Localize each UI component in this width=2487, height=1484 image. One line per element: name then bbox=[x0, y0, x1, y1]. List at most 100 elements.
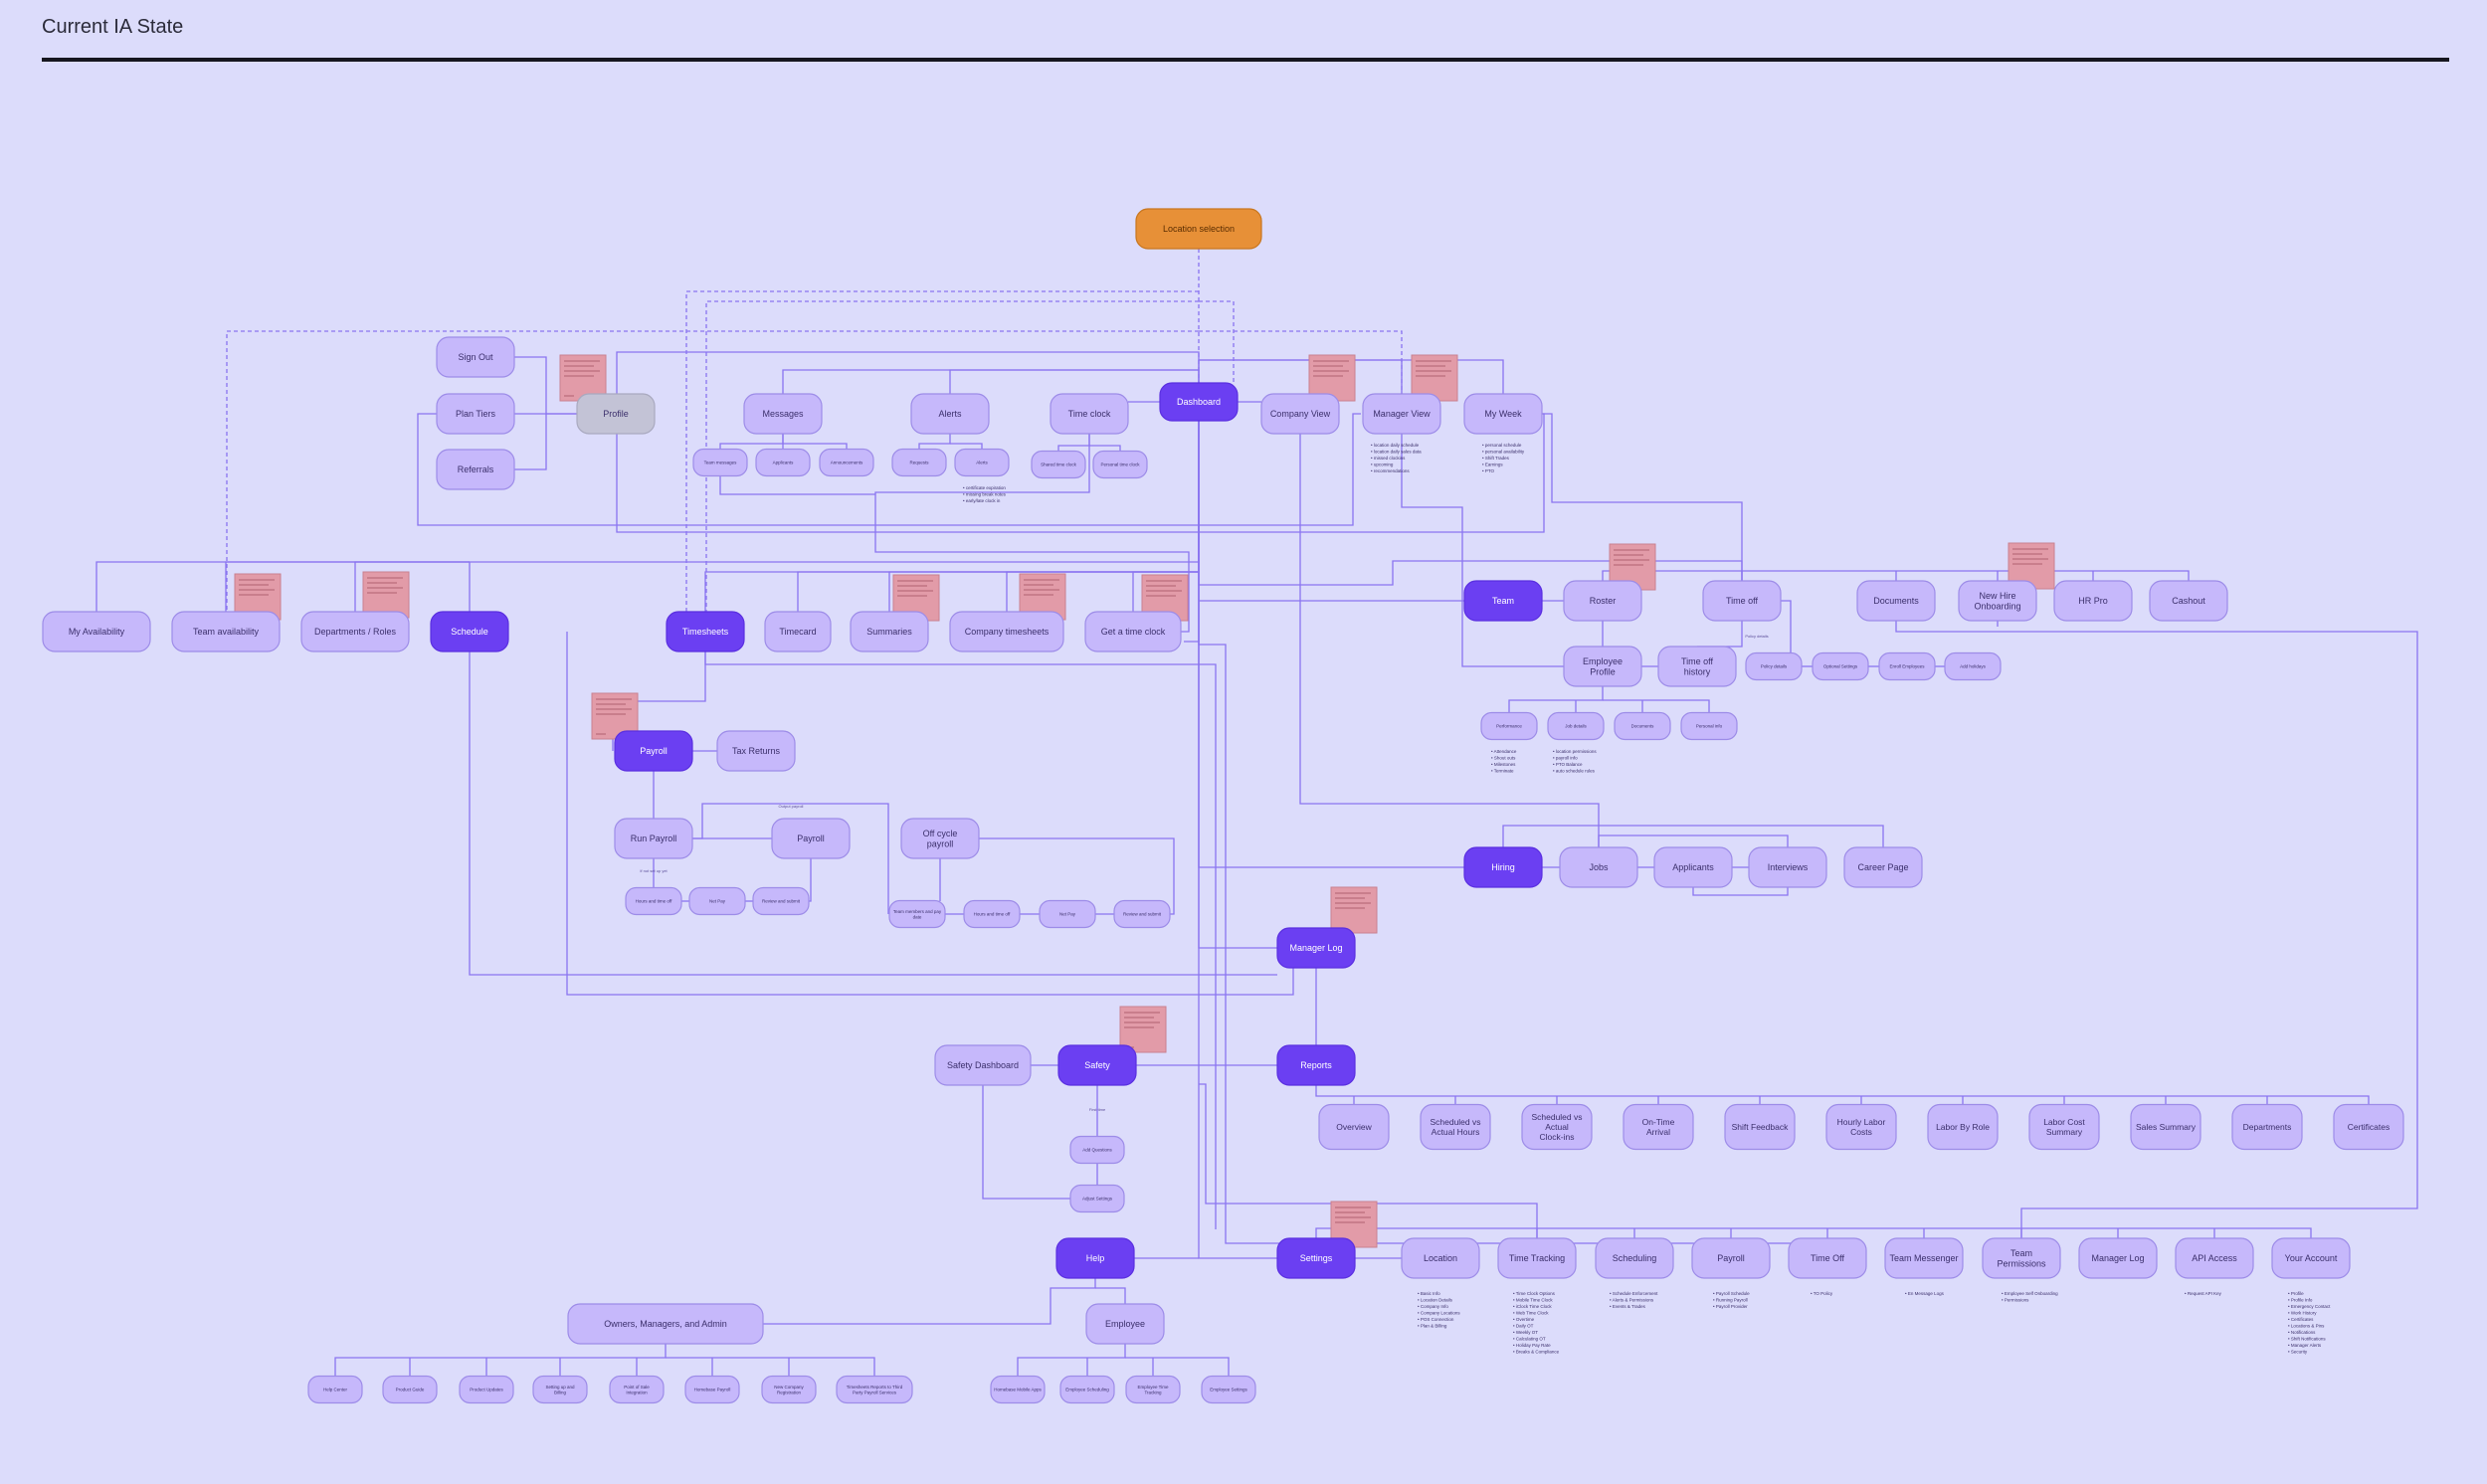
node-manager-view[interactable]: Manager View bbox=[1362, 393, 1441, 435]
node-sales-summary[interactable]: Sales Summary bbox=[2130, 1103, 2201, 1151]
node-product-guide[interactable]: Product Guide bbox=[382, 1375, 438, 1404]
node-employee[interactable]: Employee bbox=[1085, 1303, 1165, 1345]
node-requests[interactable]: Requests bbox=[891, 448, 947, 477]
node-enroll-employees[interactable]: Enroll Employees bbox=[1878, 651, 1936, 681]
node-get-time-clock[interactable]: Get a time clock bbox=[1084, 611, 1182, 652]
node-set-scheduling[interactable]: Scheduling bbox=[1595, 1237, 1674, 1279]
node-optional-settings[interactable]: Optional Settings bbox=[1812, 651, 1869, 681]
node-review-submit[interactable]: Review and submit bbox=[752, 886, 810, 916]
node-employee-scheduling[interactable]: Employee Scheduling bbox=[1059, 1375, 1115, 1404]
node-help-home[interactable]: Help Center bbox=[307, 1375, 363, 1404]
node-payroll[interactable]: Payroll bbox=[614, 730, 693, 772]
node-net-pay-2[interactable]: Net Pay bbox=[1039, 899, 1096, 929]
node-hours-time-off-2[interactable]: Hours and time off bbox=[963, 899, 1021, 929]
node-set-time-tracking[interactable]: Time Tracking bbox=[1497, 1237, 1577, 1279]
node-homebase-mobile-apps[interactable]: Homebase Mobile Apps bbox=[990, 1375, 1046, 1404]
node-my-availability[interactable]: My Availability bbox=[42, 611, 151, 652]
node-career-page[interactable]: Career Page bbox=[1843, 846, 1923, 888]
node-dashboard[interactable]: Dashboard bbox=[1159, 382, 1239, 422]
node-reports[interactable]: Reports bbox=[1276, 1044, 1356, 1086]
node-performance[interactable]: Performance bbox=[1480, 711, 1538, 741]
node-applicants[interactable]: Applicants bbox=[1653, 846, 1733, 888]
node-messages[interactable]: Messages bbox=[743, 393, 823, 435]
node-policy-details[interactable]: Policy details bbox=[1745, 651, 1803, 681]
node-hiring[interactable]: Hiring bbox=[1463, 846, 1543, 888]
node-referrals[interactable]: Referrals bbox=[436, 449, 515, 490]
node-set-api-access[interactable]: API Access bbox=[2175, 1237, 2254, 1279]
node-timecard[interactable]: Timecard bbox=[764, 611, 832, 652]
node-roster[interactable]: Roster bbox=[1563, 580, 1642, 622]
node-location-selection[interactable]: Location selection bbox=[1135, 208, 1262, 250]
node-payroll-sub[interactable]: Payroll bbox=[771, 818, 851, 859]
node-departments-roles[interactable]: Departments / Roles bbox=[300, 611, 410, 652]
node-msg-applicants[interactable]: Applicants bbox=[755, 448, 811, 477]
node-set-your-account[interactable]: Your Account bbox=[2271, 1237, 2351, 1279]
node-shift-feedback[interactable]: Shift Feedback bbox=[1724, 1103, 1796, 1151]
node-owners-managers-admin[interactable]: Owners, Managers, and Admin bbox=[567, 1303, 764, 1345]
node-overview[interactable]: Overview bbox=[1318, 1103, 1390, 1151]
node-alerts[interactable]: Alerts bbox=[910, 393, 990, 435]
node-add-holidays[interactable]: Add holidays bbox=[1944, 651, 2002, 681]
node-certificates[interactable]: Certificates bbox=[2333, 1103, 2404, 1151]
node-manager-log[interactable]: Manager Log bbox=[1276, 927, 1356, 969]
node-jobs[interactable]: Jobs bbox=[1559, 846, 1638, 888]
node-schedule[interactable]: Schedule bbox=[430, 611, 509, 652]
node-set-manager-log[interactable]: Manager Log bbox=[2078, 1237, 2158, 1279]
node-tax-returns[interactable]: Tax Returns bbox=[716, 730, 796, 772]
node-profile[interactable]: Profile bbox=[576, 393, 656, 435]
node-plan-tiers[interactable]: Plan Tiers bbox=[436, 393, 515, 435]
node-timesheets[interactable]: Timesheets bbox=[666, 611, 745, 652]
node-set-team-messenger[interactable]: Team Messenger bbox=[1884, 1237, 1964, 1279]
node-company-timesheets[interactable]: Company timesheets bbox=[949, 611, 1064, 652]
node-personal-info[interactable]: Personal info bbox=[1680, 711, 1738, 741]
node-safety[interactable]: Safety bbox=[1057, 1044, 1137, 1086]
node-my-week[interactable]: My Week bbox=[1463, 393, 1543, 435]
node-employee-settings[interactable]: Employee Settings bbox=[1201, 1375, 1256, 1404]
node-ep-documents[interactable]: Documents bbox=[1614, 711, 1671, 741]
node-summaries[interactable]: Summaries bbox=[850, 611, 929, 652]
node-labor-by-role[interactable]: Labor By Role bbox=[1927, 1103, 1999, 1151]
node-team[interactable]: Team bbox=[1463, 580, 1543, 622]
node-set-time-off[interactable]: Time Off bbox=[1788, 1237, 1867, 1279]
node-job-details[interactable]: Job details bbox=[1547, 711, 1605, 741]
node-time-clock[interactable]: Time clock bbox=[1050, 393, 1129, 435]
node-hr-pro[interactable]: HR Pro bbox=[2053, 580, 2133, 622]
node-time-off[interactable]: Time off bbox=[1702, 580, 1782, 622]
node-product-updates[interactable]: Product Updates bbox=[459, 1375, 514, 1404]
node-homebase-payroll[interactable]: Homebase Payroll bbox=[684, 1375, 740, 1404]
node-hours-time-off[interactable]: Hours and time off bbox=[625, 886, 682, 916]
node-help[interactable]: Help bbox=[1055, 1237, 1135, 1279]
node-shared-time-clock[interactable]: Shared time clock bbox=[1031, 450, 1086, 479]
node-documents[interactable]: Documents bbox=[1856, 580, 1936, 622]
node-review-submit-2[interactable]: Review and submit bbox=[1113, 899, 1171, 929]
node-team-messages[interactable]: Team messages bbox=[692, 448, 748, 477]
node-alerts-sub[interactable]: Alerts bbox=[954, 448, 1010, 477]
node-team-availability[interactable]: Team availability bbox=[171, 611, 281, 652]
node-company-view[interactable]: Company View bbox=[1260, 393, 1340, 435]
node-sign-out[interactable]: Sign Out bbox=[436, 336, 515, 378]
node-add-questions[interactable]: Add Questions bbox=[1069, 1135, 1125, 1165]
node-net-pay[interactable]: Net Pay bbox=[688, 886, 746, 916]
node-departments[interactable]: Departments bbox=[2231, 1103, 2303, 1151]
node-interviews[interactable]: Interviews bbox=[1748, 846, 1827, 888]
node-run-payroll[interactable]: Run Payroll bbox=[614, 818, 693, 859]
node-cashout[interactable]: Cashout bbox=[2149, 580, 2228, 622]
node-set-payroll[interactable]: Payroll bbox=[1691, 1237, 1771, 1279]
node-announcements[interactable]: Announcements bbox=[819, 448, 874, 477]
node-set-location[interactable]: Location bbox=[1401, 1237, 1480, 1279]
node-adjust-settings[interactable]: Adjust Settings bbox=[1069, 1184, 1125, 1213]
